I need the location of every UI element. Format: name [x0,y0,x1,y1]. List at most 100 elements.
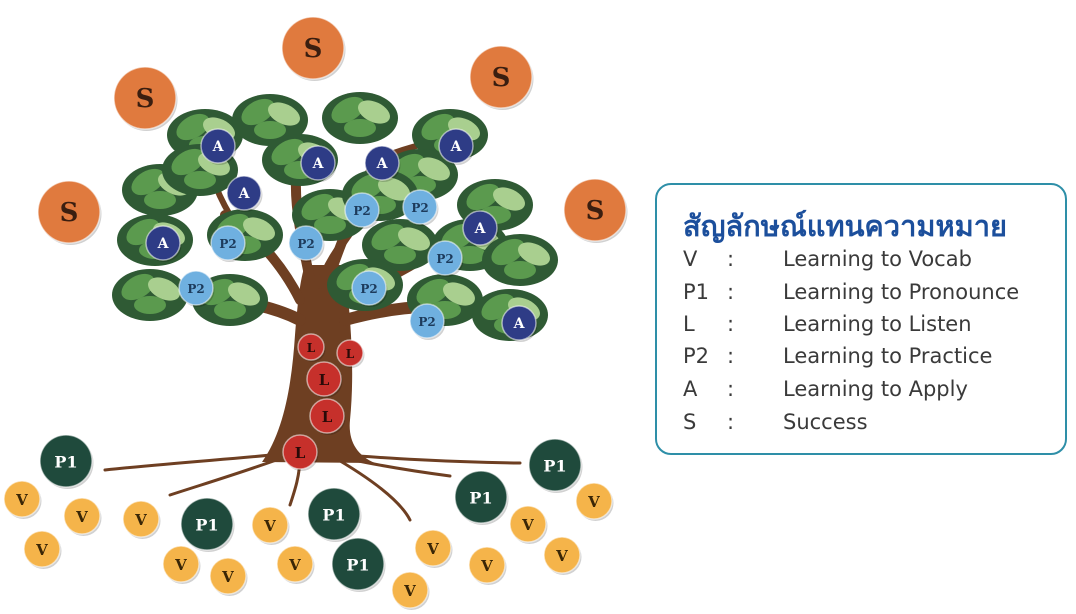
badge-p2: P2 [351,270,388,307]
badge-p1: P1 [331,537,386,592]
badge-label: L [346,347,355,361]
legend-code: L [683,312,695,336]
badge-s: S [469,45,534,110]
badge-label: V [587,493,600,511]
badge-label: P1 [543,457,566,476]
badge-label: A [376,156,389,172]
badge-label: V [174,556,187,574]
legend-colon: : [727,247,735,271]
leaf-cluster [112,269,188,321]
badge-s: S [281,16,346,81]
badge-p2: P2 [427,240,464,277]
badge-v: V [122,500,161,539]
badge-s: S [113,66,178,131]
badge-v: V [509,505,548,544]
badge-a: A [300,145,337,182]
badge-p1: P1 [180,497,235,552]
badge-label: S [136,84,155,114]
legend-code: A [683,377,698,401]
legend-colon: : [727,280,735,304]
badge-label: V [75,508,88,526]
badge-a: A [364,145,401,182]
badge-a: A [462,210,499,247]
badge-label: P1 [469,489,492,508]
badge-label: P2 [219,237,236,251]
legend-colon: : [727,377,735,401]
legend-title: สัญลักษณ์แทนความหมาย [683,209,1007,243]
badge-label: A [513,316,526,332]
badge-label: P2 [360,282,377,296]
badge-label: V [555,547,568,565]
badge-l: L [282,434,319,471]
badge-v: V [251,506,290,545]
badge-label: L [307,341,316,355]
badge-v: V [575,482,614,521]
legend-colon: : [727,410,735,434]
legend-colon: : [727,344,735,368]
badge-p1: P1 [528,438,583,493]
badge-a: A [438,128,475,165]
badge-label: V [263,517,276,535]
badge-a: A [501,305,538,342]
badge-label: A [312,156,325,172]
badge-v: V [23,530,62,569]
badge-label: P1 [195,516,218,535]
badge-label: A [212,139,225,155]
badge-label: L [322,408,333,426]
badge-p2: P2 [409,303,446,340]
badge-a: A [145,225,182,262]
badge-label: P1 [346,556,369,575]
badge-label: S [586,196,605,226]
badge-v: V [209,557,248,596]
legend-description: Learning to Listen [783,312,972,336]
badge-label: P2 [411,201,428,215]
legend-description: Learning to Apply [783,377,968,401]
badge-label: S [304,34,323,64]
legend-code: P1 [683,280,710,304]
badge-l: L [309,398,346,435]
legend-description: Learning to Pronounce [783,280,1020,304]
badge-l: L [297,333,326,362]
badge-v: V [3,480,42,519]
legend-box: สัญลักษณ์แทนความหมาย V : Learning to Voc… [655,183,1067,455]
badge-v: V [468,546,507,585]
badge-label: P2 [418,315,435,329]
legend-description: Learning to Practice [783,344,993,368]
legend-code: P2 [683,344,710,368]
badge-a: A [200,128,237,165]
badge-l: L [336,339,365,368]
badge-label: V [15,491,28,509]
badge-label: V [403,582,416,600]
badge-p1: P1 [307,487,362,542]
badge-label: A [157,236,170,252]
badge-label: P2 [353,204,370,218]
badge-label: S [60,198,79,228]
badge-label: P2 [187,282,204,296]
leaf-cluster [362,219,438,271]
badge-p2: P2 [402,189,439,226]
badge-label: V [134,511,147,529]
badge-label: V [480,557,493,575]
legend-code: S [683,410,697,434]
badge-label: V [35,541,48,559]
badge-label: P1 [322,506,345,525]
badge-p2: P2 [288,225,325,262]
badge-label: L [295,444,306,462]
leaf-cluster [322,92,398,144]
badge-label: P2 [436,252,453,266]
leaf-cluster [232,94,308,146]
badge-label: V [221,568,234,586]
legend-colon: : [727,312,735,336]
badge-p2: P2 [344,192,381,229]
badge-v: V [414,529,453,568]
badge-s: S [563,178,628,243]
badge-label: A [474,221,487,237]
badge-l: L [306,361,343,398]
badge-label: V [426,540,439,558]
badge-v: V [543,536,582,575]
badge-p2: P2 [178,270,215,307]
badge-v: V [391,571,430,610]
badge-label: A [450,139,463,155]
